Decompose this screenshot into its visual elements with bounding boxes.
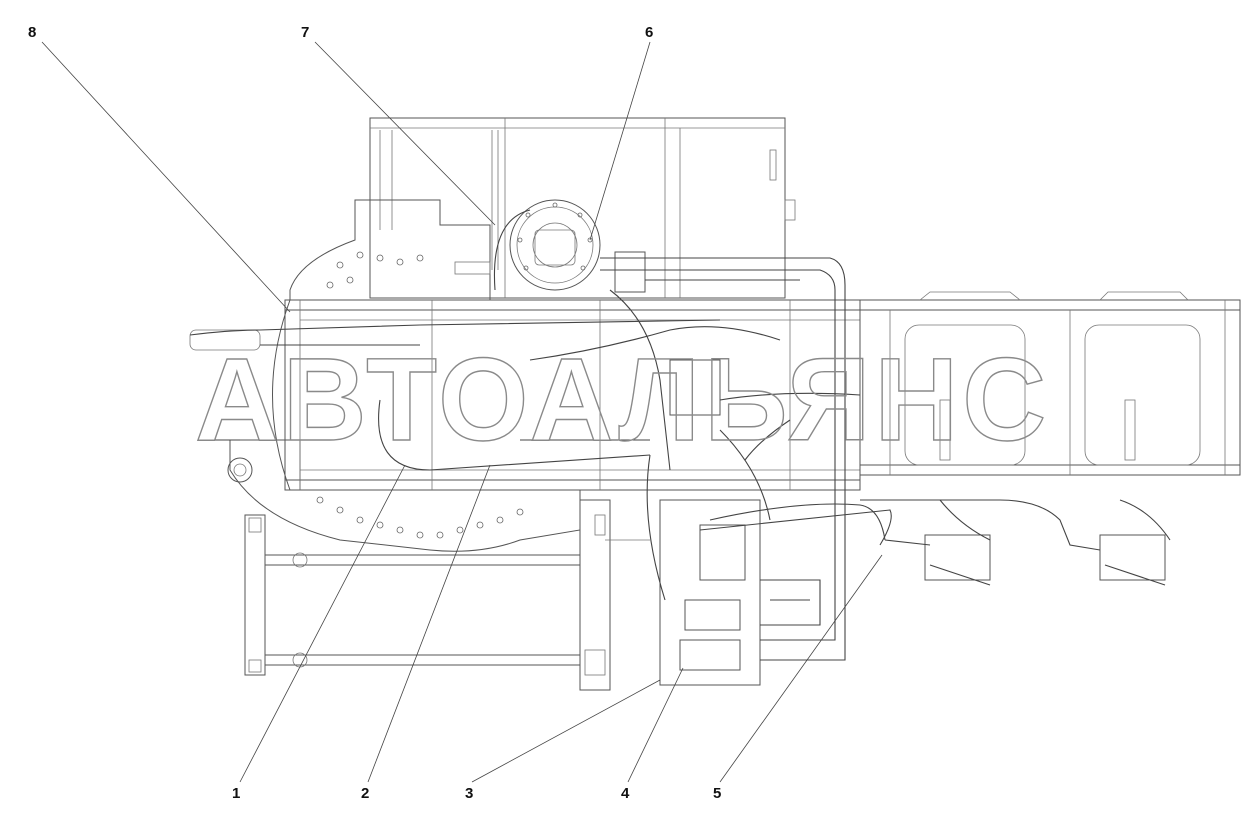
leader-line-3: [471, 679, 661, 783]
callout-4: 4: [621, 785, 630, 802]
callout-1: 1: [232, 785, 240, 802]
leader-line-5: [719, 554, 883, 783]
leader-line-1: [239, 464, 406, 783]
leader-lines: [41, 41, 883, 783]
callout-6: 6: [645, 24, 653, 41]
leader-line-6: [589, 41, 651, 241]
watermark-text: АВТОАЛЬЯНС: [195, 334, 1050, 466]
callout-numbers: 8 7 6 1 2 3 4 5: [28, 24, 721, 802]
leader-line-7: [314, 41, 496, 226]
callout-3: 3: [465, 785, 473, 802]
leader-line-4: [627, 667, 684, 783]
valve-blocks: [189, 251, 1166, 686]
callout-5: 5: [713, 785, 721, 802]
rotary-motor: [509, 199, 601, 291]
callout-2: 2: [361, 785, 369, 802]
rear-extension-frame: [859, 291, 1241, 476]
leader-line-2: [367, 464, 491, 783]
leader-line-8: [41, 41, 291, 313]
frame-holes: [316, 251, 524, 539]
callout-8: 8: [28, 24, 36, 41]
hydraulic-hoses: [189, 209, 1171, 661]
callout-7: 7: [301, 24, 309, 41]
